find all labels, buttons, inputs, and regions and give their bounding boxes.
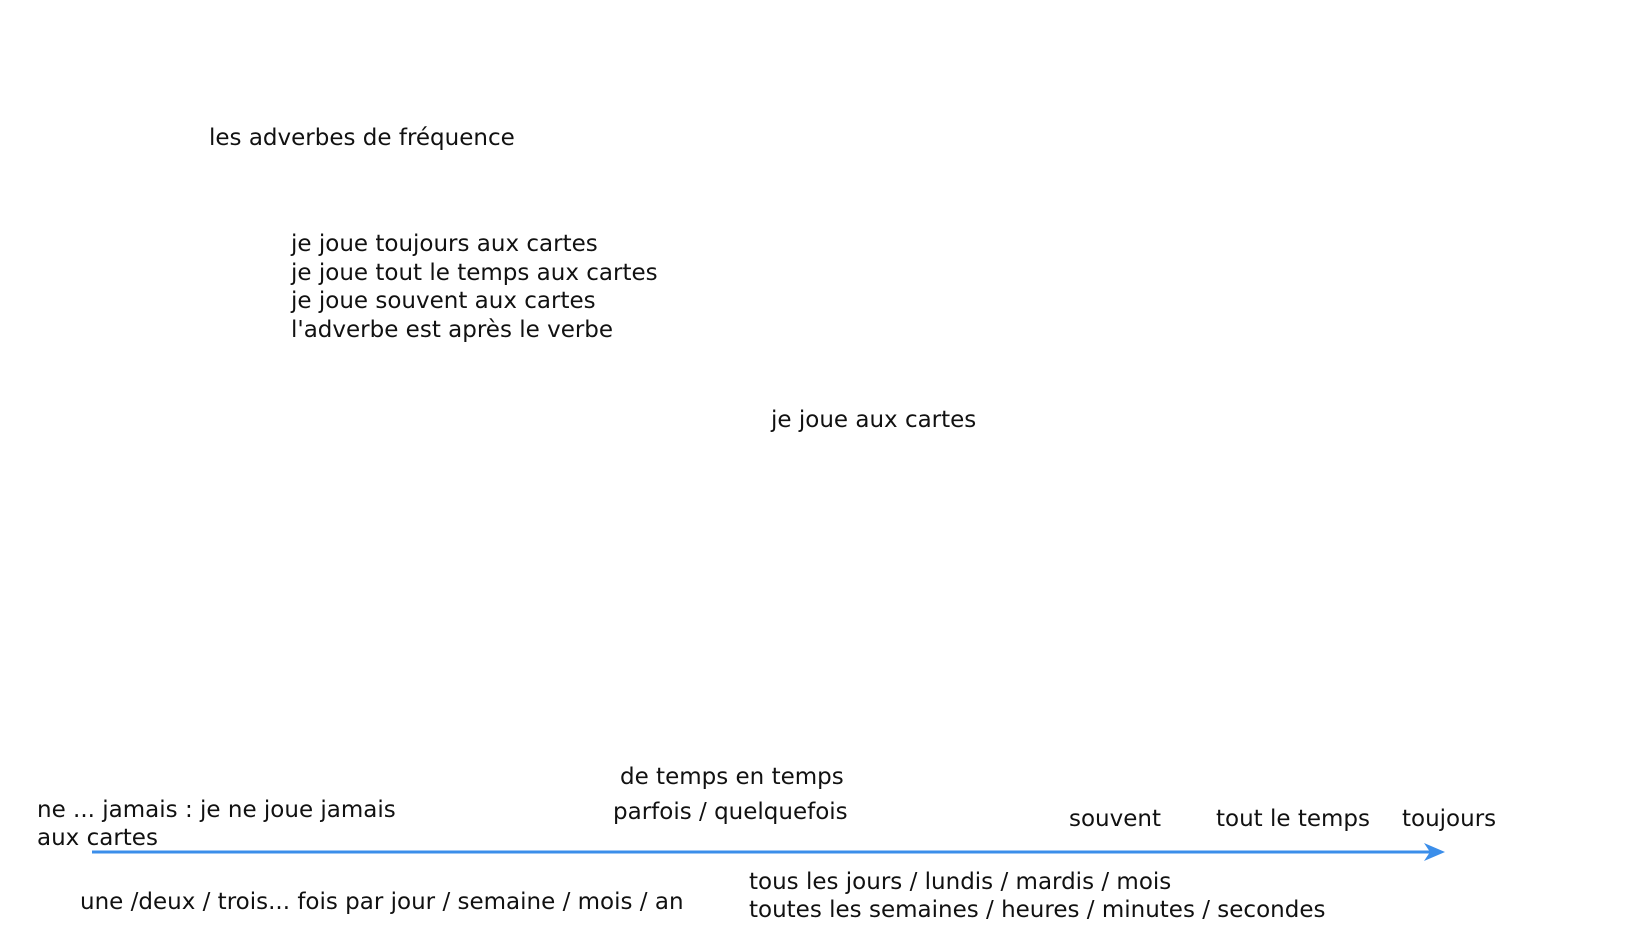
label-fois-par: une /deux / trois... fois par jour / sem… bbox=[80, 889, 684, 915]
example-line-toujours: je joue toujours aux cartes bbox=[291, 231, 598, 257]
base-sentence: je joue aux cartes bbox=[771, 407, 977, 433]
label-never-line2: aux cartes bbox=[37, 825, 158, 851]
label-souvent: souvent bbox=[1069, 806, 1161, 832]
example-line-rule: l'adverbe est après le verbe bbox=[291, 316, 614, 343]
label-toutes-les-semaines: toutes les semaines / heures / minutes /… bbox=[749, 897, 1326, 923]
frequency-scale-arrowhead bbox=[1424, 843, 1445, 861]
label-toujours: toujours bbox=[1402, 806, 1497, 832]
label-never-line1: ne ... jamais : je ne joue jamais bbox=[37, 797, 396, 823]
page-title: les adverbes de fréquence bbox=[209, 125, 515, 151]
label-never: ne ... jamais : je ne joue jamais aux ca… bbox=[37, 796, 396, 852]
label-de-temps-en-temps: de temps en temps bbox=[620, 764, 844, 790]
example-line-souvent: je joue souvent aux cartes bbox=[291, 288, 596, 314]
label-tous-les-jours: tous les jours / lundis / mardis / mois bbox=[749, 869, 1172, 895]
label-tout-le-temps: tout le temps bbox=[1216, 806, 1371, 832]
label-parfois-quelquefois: parfois / quelquefois bbox=[613, 799, 848, 825]
example-sentences: je joue toujours aux cartes je joue tout… bbox=[291, 230, 658, 344]
label-tous-toutes: tous les jours / lundis / mardis / mois … bbox=[749, 868, 1325, 924]
example-line-tout-le-temps: je joue tout le temps aux cartes bbox=[291, 259, 658, 286]
